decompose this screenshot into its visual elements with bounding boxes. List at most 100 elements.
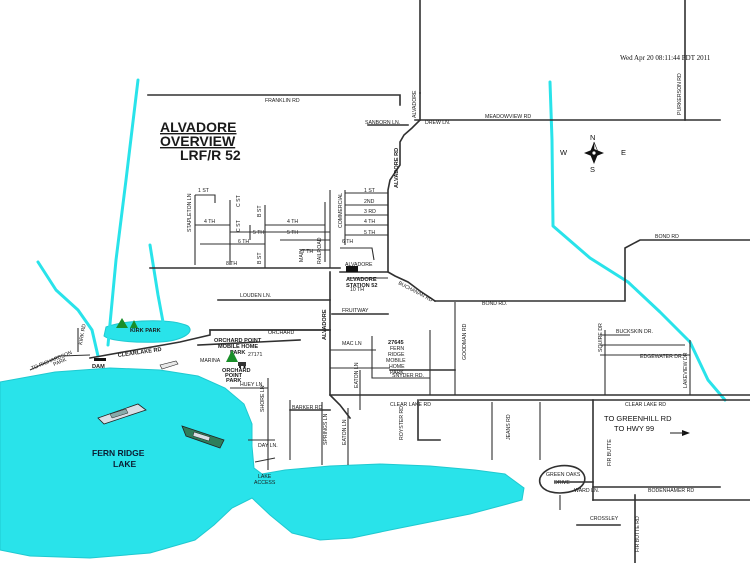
title-line-1: ALVADORE: [160, 119, 236, 135]
timestamp: Wed Apr 20 08:11:44 PDT 2011: [620, 54, 711, 62]
label-fruitway: FRUITWAY: [342, 308, 369, 314]
label-crossley: CROSSLEY: [590, 516, 619, 522]
label-shore: SHORE LN: [260, 385, 266, 412]
label-b-st-1: B ST: [257, 205, 263, 217]
label-3rd: 3 RD: [364, 209, 376, 215]
label-louden: LOUDEN LN.: [240, 293, 271, 299]
orchard-mhp-1: ORCHARD POINT: [214, 338, 262, 344]
road-labels: FRANKLIN RD MEADOWVIEW RD SANBORN LN. DR…: [31, 73, 695, 552]
long-tom-river: [106, 78, 140, 347]
compass-w: W: [560, 148, 568, 157]
boat-icon: [181, 425, 225, 449]
label-meadowview: MEADOWVIEW RD: [485, 114, 531, 120]
compass-e: E: [621, 148, 626, 157]
to-hwy99: TO HWY 99: [614, 424, 654, 433]
compass-arrow-west: [584, 149, 594, 157]
label-4th-west: 4 TH: [204, 219, 215, 225]
label-10th: 10 TH: [350, 287, 364, 293]
tree-icon: [130, 320, 138, 328]
label-eaton: EATON LN: [354, 362, 360, 388]
river-branch: [148, 243, 168, 340]
compass-rose: N S W E: [560, 133, 626, 174]
label-edgewater: EDGEWATER DR.: [640, 354, 683, 360]
marina-label: MARINA: [200, 358, 221, 364]
station-name: ALVADORE: [346, 277, 377, 283]
label-drive: DRIVE: [554, 480, 570, 486]
compass-n: N: [590, 133, 595, 142]
fern-mhp-2: RIDGE: [388, 352, 405, 358]
kirk-park-label: KIRK PARK: [130, 328, 161, 334]
fern-mhp-5: PARK: [390, 370, 404, 376]
orchard-mhp-2: MOBILE HOME: [218, 344, 258, 350]
label-1st-east: 1 ST: [364, 188, 376, 194]
car-icon: [238, 362, 246, 369]
compass-arrow-east: [594, 149, 604, 157]
label-alvadore-main: ALVADORE: [322, 309, 328, 340]
label-fir-butte-rd: FIR BUTTE RD: [635, 516, 641, 552]
label-6th-east: 6 TH: [342, 239, 353, 245]
lake-name-2: LAKE: [113, 459, 136, 469]
label-green-oaks: GREEN OAKS: [546, 472, 581, 478]
label-6th-west: 6 TH: [238, 239, 249, 245]
label-jeans: JEANS RD: [506, 414, 512, 440]
label-5th-a: 5 TH: [253, 230, 264, 236]
label-kirk-rd: KIRK RD: [78, 323, 88, 345]
label-ward: WARD LN.: [574, 488, 599, 494]
map-title: ALVADORE OVERVIEW LRF/R 52: [160, 119, 241, 163]
label-purkerson: PURKERSON RD: [677, 73, 683, 115]
label-5th-b: 5 TH: [287, 230, 298, 236]
label-b-st-2: B ST: [257, 252, 263, 264]
dam-label: DAM: [92, 364, 105, 370]
label-eaton-2: EATON LN: [342, 419, 348, 445]
fern-ridge-lake: [0, 367, 525, 559]
label-main: MAIN: [299, 249, 305, 262]
fern-mhp-number: 27645: [388, 340, 404, 346]
compass-center: [591, 150, 597, 156]
fire-station-icon: [346, 266, 358, 272]
label-sanborn: SANBORN LN.: [365, 120, 400, 126]
arrow-right-icon: [682, 430, 690, 436]
to-greenhill: TO GREENHILL RD: [604, 414, 672, 423]
title-line-3: LRF/R 52: [180, 147, 241, 163]
label-drew: DREW LN.: [425, 120, 450, 126]
label-goodman: GOODMAN RD: [462, 323, 468, 360]
dam-icon: [94, 358, 106, 361]
label-day: DAY LN.: [258, 443, 278, 449]
label-stapleton: STAPLETON LN: [187, 193, 193, 232]
label-mac: MAC LN: [342, 341, 362, 347]
places: ALVADORE STATION 52 ORCHARD POINT MOBILE…: [92, 266, 690, 486]
label-bond: BOND RD.: [482, 301, 507, 307]
label-orchard: ORCHARD: [268, 330, 294, 336]
label-1st-west: 1 ST: [198, 188, 210, 194]
label-buckskin: BUCKSKIN DR.: [616, 329, 653, 335]
road-network: [29, 0, 750, 563]
label-lakeview: LAKEVIEW DR: [683, 352, 689, 388]
label-alvadore-north: ALVADORE: [412, 90, 418, 118]
label-alvadore-rd: ALVADORE RD: [394, 148, 400, 188]
label-springs: SPRINGS LN: [323, 413, 329, 445]
orchard-park-2: POINT: [225, 373, 243, 379]
fern-mhp-3: MOBILE: [386, 358, 406, 364]
label-clearlake-mid: CLEAR LAKE RD: [390, 402, 431, 408]
tree-icon: [116, 318, 128, 328]
label-7th: 7 TH: [302, 249, 313, 255]
label-5th-east: 5 TH: [364, 230, 375, 236]
boat-icon: [97, 403, 147, 425]
label-barker: BARKER RD: [292, 405, 323, 411]
label-clearlake-east: CLEAR LAKE RD: [625, 402, 666, 408]
lake-access-1: LAKE: [258, 474, 272, 480]
label-snyder: SNYDER RD.: [392, 373, 424, 379]
label-buchanan: BUCHANAN RD: [397, 280, 434, 303]
west-creek: [36, 260, 100, 358]
fern-mhp-4: HOME: [389, 364, 405, 370]
label-2nd: 2ND: [364, 199, 375, 205]
label-bodenhamer: BODENHAMER RD: [648, 488, 694, 494]
orchard-park-3: PARK: [226, 378, 241, 384]
label-c-st-2: C ST: [236, 219, 242, 232]
label-franklin: FRANKLIN RD: [265, 98, 300, 104]
address-27171: 27171: [248, 352, 263, 358]
tree-icon: [226, 350, 238, 362]
orchard-mhp-3: PARK: [230, 350, 245, 356]
